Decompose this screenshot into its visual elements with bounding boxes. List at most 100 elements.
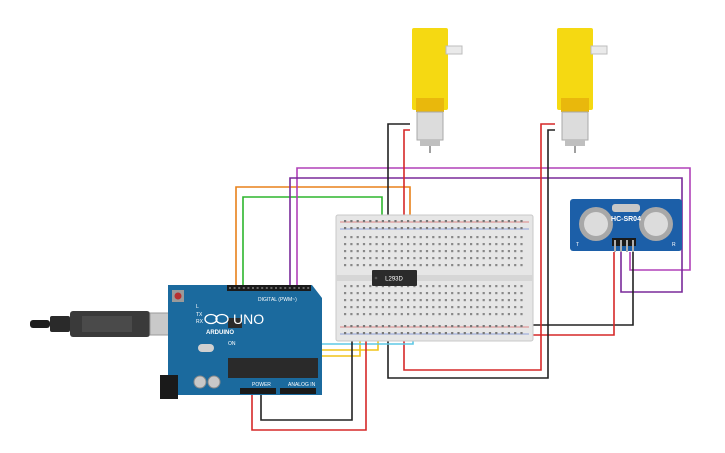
breadboard-hole[interactable] <box>369 243 372 246</box>
breadboard-hole[interactable] <box>375 332 378 335</box>
breadboard-hole[interactable] <box>432 313 435 316</box>
breadboard-hole[interactable] <box>438 313 441 316</box>
breadboard-hole[interactable] <box>488 306 492 309</box>
breadboard-hole[interactable] <box>375 220 378 223</box>
breadboard-hole[interactable] <box>495 227 498 230</box>
breadboard-hole[interactable] <box>369 227 372 230</box>
breadboard-hole[interactable] <box>514 257 517 260</box>
wire-sensor-gnd[interactable] <box>520 252 634 326</box>
breadboard-hole[interactable] <box>470 264 473 267</box>
breadboard-hole[interactable] <box>514 299 517 302</box>
breadboard-hole[interactable] <box>388 292 391 295</box>
breadboard-hole[interactable] <box>482 243 485 246</box>
breadboard-hole[interactable] <box>463 250 466 253</box>
breadboard-hole[interactable] <box>356 292 359 295</box>
breadboard-hole[interactable] <box>407 264 410 267</box>
breadboard-hole[interactable] <box>413 292 416 295</box>
breadboard-hole[interactable] <box>425 313 429 316</box>
breadboard-hole[interactable] <box>495 250 498 253</box>
power-header[interactable] <box>240 388 276 394</box>
breadboard-hole[interactable] <box>501 236 504 239</box>
breadboard-hole[interactable] <box>488 227 492 230</box>
breadboard-hole[interactable] <box>501 285 504 288</box>
breadboard-hole[interactable] <box>520 285 523 288</box>
breadboard-hole[interactable] <box>438 227 441 230</box>
breadboard-hole[interactable] <box>451 325 454 328</box>
breadboard-hole[interactable] <box>482 306 485 309</box>
breadboard-hole[interactable] <box>482 257 485 260</box>
sensor-pin[interactable] <box>632 240 634 252</box>
breadboard-hole[interactable] <box>381 325 384 328</box>
breadboard-hole[interactable] <box>356 264 359 267</box>
breadboard-hole[interactable] <box>413 250 416 253</box>
breadboard-hole[interactable] <box>362 227 366 230</box>
sensor-pin[interactable] <box>626 240 628 252</box>
breadboard-hole[interactable] <box>344 220 347 223</box>
breadboard-hole[interactable] <box>394 285 397 288</box>
breadboard-hole[interactable] <box>407 306 410 309</box>
breadboard-hole[interactable] <box>476 325 479 328</box>
breadboard-hole[interactable] <box>507 332 510 335</box>
digital-pin[interactable] <box>261 287 264 289</box>
breadboard-hole[interactable] <box>400 285 403 288</box>
breadboard-hole[interactable] <box>476 250 479 253</box>
breadboard-hole[interactable] <box>507 250 510 253</box>
breadboard-hole[interactable] <box>457 292 460 295</box>
breadboard-hole[interactable] <box>369 236 372 239</box>
breadboard-hole[interactable] <box>388 257 391 260</box>
breadboard-hole[interactable] <box>488 257 492 260</box>
breadboard-hole[interactable] <box>362 250 366 253</box>
breadboard-hole[interactable] <box>388 236 391 239</box>
breadboard-hole[interactable] <box>463 332 466 335</box>
breadboard-hole[interactable] <box>350 299 353 302</box>
breadboard-hole[interactable] <box>514 236 517 239</box>
breadboard-hole[interactable] <box>507 325 510 328</box>
breadboard-hole[interactable] <box>457 299 460 302</box>
breadboard-hole[interactable] <box>344 257 347 260</box>
breadboard-hole[interactable] <box>476 220 479 223</box>
breadboard-hole[interactable] <box>451 264 454 267</box>
breadboard-hole[interactable] <box>520 292 523 295</box>
breadboard-hole[interactable] <box>476 332 479 335</box>
breadboard-hole[interactable] <box>375 257 378 260</box>
breadboard-hole[interactable] <box>407 243 410 246</box>
breadboard-hole[interactable] <box>413 264 416 267</box>
breadboard-hole[interactable] <box>432 236 435 239</box>
breadboard-hole[interactable] <box>432 285 435 288</box>
breadboard-hole[interactable] <box>388 227 391 230</box>
breadboard-hole[interactable] <box>394 332 397 335</box>
breadboard-hole[interactable] <box>362 299 366 302</box>
breadboard-hole[interactable] <box>400 257 403 260</box>
breadboard-hole[interactable] <box>375 250 378 253</box>
breadboard-hole[interactable] <box>407 332 410 335</box>
breadboard-hole[interactable] <box>394 227 397 230</box>
breadboard-hole[interactable] <box>381 243 384 246</box>
breadboard-hole[interactable] <box>362 313 366 316</box>
digital-pin[interactable] <box>275 287 277 289</box>
digital-pin[interactable] <box>279 287 282 289</box>
breadboard-hole[interactable] <box>381 250 384 253</box>
usb-cable[interactable] <box>30 311 173 337</box>
breadboard-hole[interactable] <box>388 332 391 335</box>
digital-pin[interactable] <box>293 287 296 289</box>
breadboard-hole[interactable] <box>476 313 479 316</box>
breadboard-hole[interactable] <box>400 220 403 223</box>
breadboard-hole[interactable] <box>507 264 510 267</box>
breadboard-hole[interactable] <box>425 325 429 328</box>
breadboard-hole[interactable] <box>438 257 441 260</box>
breadboard-hole[interactable] <box>356 313 359 316</box>
digital-pin[interactable] <box>298 287 300 289</box>
breadboard-hole[interactable] <box>356 220 359 223</box>
breadboard-hole[interactable] <box>488 313 492 316</box>
breadboard-hole[interactable] <box>463 257 466 260</box>
breadboard-hole[interactable] <box>444 325 447 328</box>
breadboard-hole[interactable] <box>520 236 523 239</box>
breadboard-hole[interactable] <box>381 313 384 316</box>
breadboard-hole[interactable] <box>476 264 479 267</box>
breadboard-hole[interactable] <box>507 220 510 223</box>
breadboard-hole[interactable] <box>381 299 384 302</box>
breadboard-hole[interactable] <box>394 236 397 239</box>
breadboard-hole[interactable] <box>444 313 447 316</box>
breadboard-hole[interactable] <box>388 285 391 288</box>
breadboard-hole[interactable] <box>438 236 441 239</box>
